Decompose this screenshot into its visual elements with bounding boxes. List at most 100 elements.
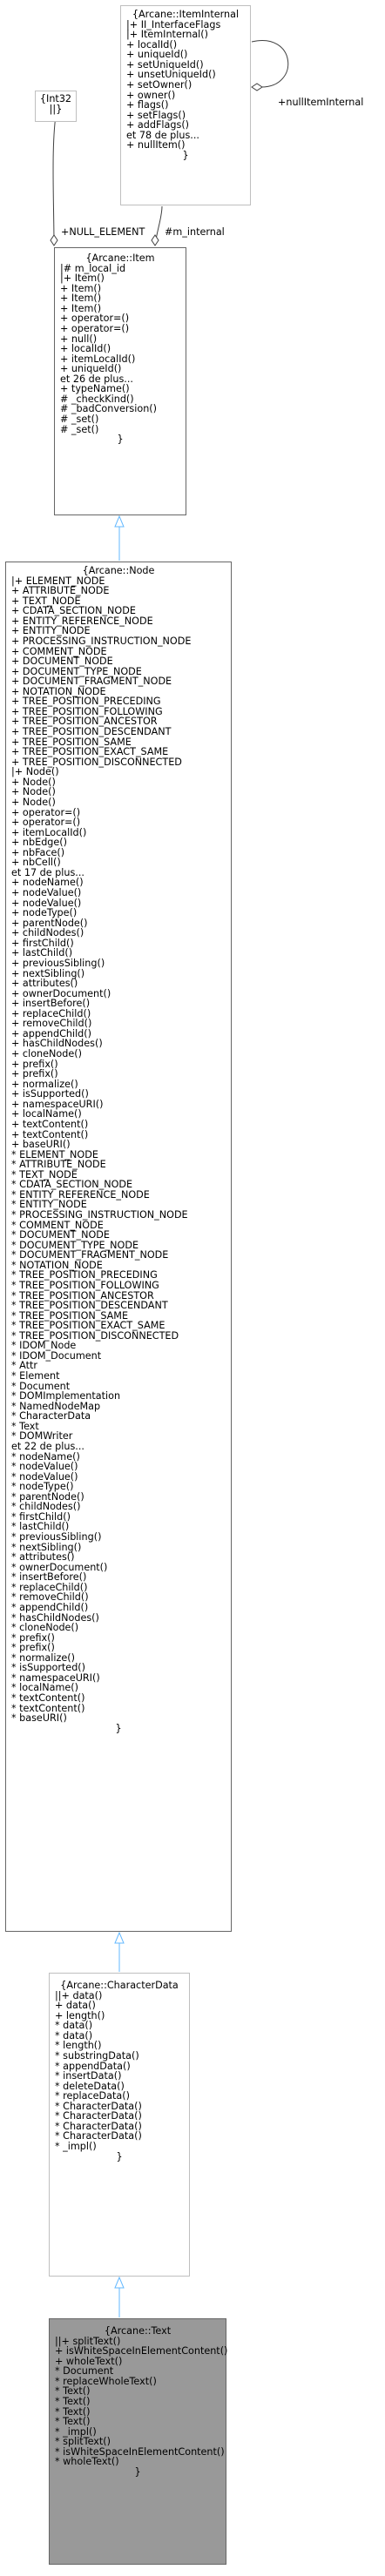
class-member: + prefix() [11,1058,58,1070]
class-member: # _set() [60,414,99,425]
class-member: + removeChild() [11,1018,92,1030]
class-member: * CharacterData() [55,2130,142,2142]
class-member: * ENTITY_REFERENCE_NODE [11,1188,150,1201]
class-member: * parentNode() [11,1490,84,1503]
class-member: |+ II_InterfaceFlags [126,18,221,30]
class-member: * replaceData() [55,2090,130,2102]
class-member: * IDOM_Node [11,1340,77,1352]
class-member: * firstChild() [11,1510,71,1523]
class-member: # _badConversion() [60,403,158,415]
class-member: * DOMImplementation [11,1390,121,1402]
class-member: + replaceChild() [11,1007,91,1019]
class-close-brace: } [182,149,189,161]
class-member: * DOCUMENT_FRAGMENT_NODE [11,1249,169,1261]
class-member: * cloneNode() [11,1622,79,1634]
class-box-text: {Arcane::Text ||+ splitText()+ isWhiteSp… [49,2318,227,2565]
class-member: * deleteData() [55,2080,125,2092]
class-member: + NOTATION_NODE [11,685,106,697]
class-member: * nodeType() [11,1481,74,1493]
class-member: * Element [11,1370,60,1382]
class-member: * isSupported() [11,1662,86,1674]
class-member: + childNodes() [11,927,84,939]
class-member: + ENTITY_NODE [11,625,91,637]
class-member: * hasChildNodes() [11,1611,99,1624]
class-member: * nodeName() [11,1450,80,1463]
class-member: + itemLocalId() [60,353,136,365]
class-member-list: |+ ELEMENT_NODE+ ATTRIBUTE_NODE+ TEXT_NO… [11,575,226,1724]
class-member: * NOTATION_NODE [11,1259,103,1271]
class-member: + operator=() [60,322,130,334]
class-member-list: ||+ splitText()+ isWhiteSpaceInElementCo… [55,2335,227,2467]
class-title: {Int32 [39,93,72,104]
class-member: + parentNode() [11,917,88,929]
class-member: * TREE_POSITION_FOLLOWING [11,1279,159,1291]
class-member: + appendChild() [11,1027,92,1039]
class-member: * CharacterData() [55,2120,142,2132]
class-member-list: |+ II_InterfaceFlags|+ ItemInternal()+ l… [126,18,245,151]
class-member: + hasChildNodes() [11,1038,103,1050]
class-body: ||} [49,103,63,115]
class-member: + DOCUMENT_FRAGMENT_NODE [11,676,172,688]
class-member: + isSupported() [11,1088,89,1100]
class-member: + nbEdge() [11,837,68,849]
class-member: * replaceWholeText() [55,2375,157,2387]
class-box-character-data: {Arcane::CharacterData ||+ data()+ data(… [49,1973,190,2277]
class-member: * normalize() [11,1651,75,1664]
class-member: + TREE_POSITION_DESCENDANT [11,726,172,737]
class-close-brace: } [116,2150,123,2162]
class-member: * textContent() [11,1702,85,1714]
class-member: * Attr [11,1360,37,1372]
class-member: * data() [55,2029,93,2041]
class-member: + ownerDocument() [11,987,111,999]
class-member: + nodeValue() [11,897,82,909]
class-member: * isWhiteSpaceInElementContent() [55,2445,225,2458]
inherit-text-chardata-head [114,2276,125,2289]
class-member: |+ Item() [60,272,105,285]
class-member: + addFlags() [126,119,190,131]
class-member: + DOCUMENT_NODE [11,656,113,668]
class-member: + nbCell() [11,857,61,869]
class-member: + firstChild() [11,937,74,949]
class-title: {Arcane::Item [85,252,155,264]
class-member: * _impl() [55,2141,97,2152]
class-member: * length() [55,2040,102,2052]
class-member: * ELEMENT_NODE [11,1148,98,1160]
class-box-node: {Arcane::Node |+ ELEMENT_NODE+ ATTRIBUTE… [5,562,232,1932]
class-member: * NamedNodeMap [11,1400,101,1412]
class-member: * namespaceURI() [11,1671,100,1684]
class-member: + uniqueId() [126,49,188,61]
class-title: {Arcane::ItemInternal [132,9,240,20]
class-member: + ATTRIBUTE_NODE [11,585,110,597]
class-member: * splitText() [55,2436,111,2448]
class-member: ||+ splitText() [55,2335,121,2347]
class-member: + nodeType() [11,907,78,919]
class-member: et 17 de plus... [11,866,84,878]
edge-null-item-internal [251,40,289,88]
class-member: * appendChild() [11,1601,89,1613]
class-member: * TREE_POSITION_DISCONNECTED [11,1329,179,1342]
class-box-item-internal: {Arcane::ItemInternal |+ II_InterfaceFla… [120,5,251,205]
class-member: * ENTITY_NODE [11,1199,87,1211]
class-member: + length() [55,2009,105,2021]
class-member: * DOMWriter [11,1430,73,1443]
class-member: * Document [55,2365,114,2378]
edge-null-element [52,104,58,246]
edge-label-null-element: +NULL_ELEMENT [61,226,145,238]
class-member: et 22 de plus... [11,1440,84,1452]
class-member: + previousSibling() [11,957,105,969]
class-member: + TREE_POSITION_DISCONNECTED [11,756,182,768]
class-member: + Node() [11,776,56,788]
class-member: + localId() [126,38,178,50]
class-close-brace: } [115,1722,122,1734]
class-member: * appendData() [55,2060,131,2072]
class-member: * TREE_POSITION_SAME [11,1309,129,1322]
class-member: |+ ELEMENT_NODE [11,575,105,587]
edge-label-m-internal: #m_internal [165,226,225,238]
class-member: + TREE_POSITION_FOLLOWING [11,705,163,717]
class-member: + unsetUniqueId() [126,69,216,81]
class-member: * ownerDocument() [11,1561,108,1573]
class-member: * DOCUMENT_NODE [11,1229,110,1241]
class-member: + uniqueId() [60,363,122,375]
class-member: + Item() [60,282,102,294]
class-member: + cloneNode() [11,1048,82,1059]
